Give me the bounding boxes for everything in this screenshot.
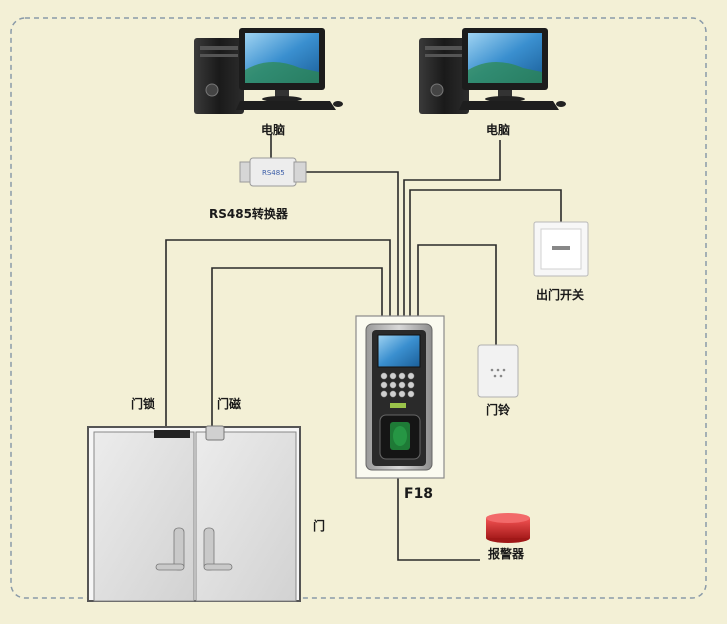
- exit-switch: [533, 221, 589, 277]
- doorbell: [477, 344, 519, 398]
- wires: [165, 135, 562, 561]
- pc-right: [419, 28, 566, 114]
- pc-left-label: 电脑: [261, 122, 285, 137]
- door-lock-label: 门锁: [131, 396, 155, 411]
- pc-left: [194, 28, 343, 114]
- f18-terminal: [355, 315, 445, 479]
- door-label: 门: [313, 518, 325, 533]
- doorbell-label: 门铃: [486, 402, 511, 417]
- door: [87, 425, 301, 602]
- alarm: [486, 513, 530, 543]
- converter-label: RS485转换器: [209, 206, 289, 221]
- rs485-converter: RS485: [239, 157, 307, 187]
- converter-print: RS485: [262, 169, 285, 177]
- dashed-border: [10, 17, 707, 599]
- terminal-label: F18: [404, 486, 433, 502]
- alarm-label: 报警器: [488, 546, 525, 561]
- exit-switch-label: 出门开关: [536, 287, 584, 302]
- door-magnet-label: 门磁: [217, 396, 241, 411]
- pc-right-label: 电脑: [486, 122, 510, 137]
